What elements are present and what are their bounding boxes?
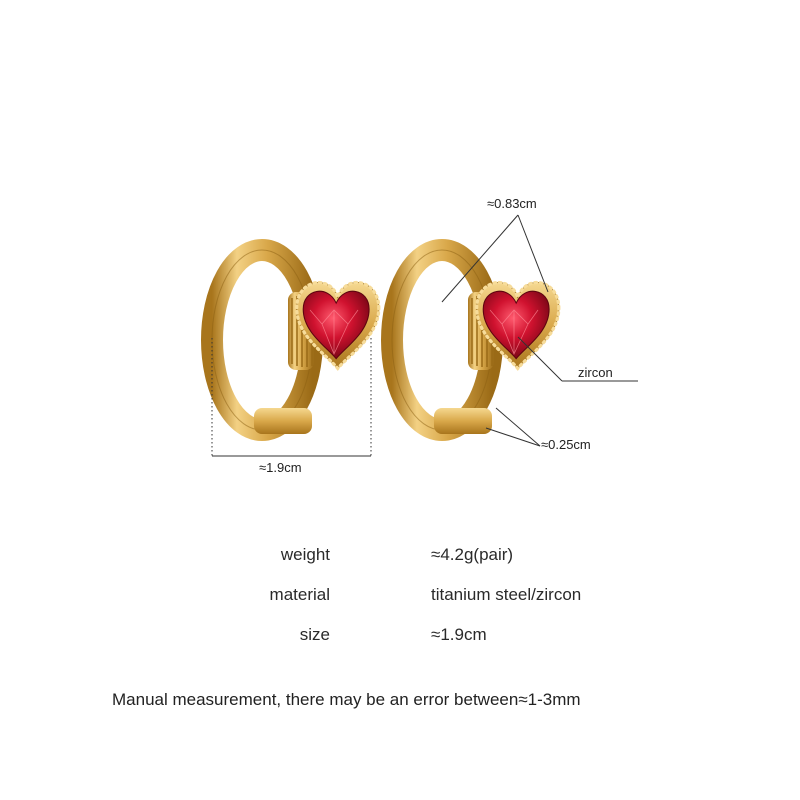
spec-material-value: titanium steel/zircon [431, 585, 582, 604]
spec-size-value: ≈1.9cm [431, 625, 487, 644]
right-earring [392, 250, 559, 434]
measurement-disclaimer: Manual measurement, there may be an erro… [112, 690, 581, 709]
left-earring [212, 250, 379, 434]
heart-measure-label: ≈0.83cm [487, 196, 537, 211]
zircon-label: zircon [578, 365, 613, 380]
zircon-callout-lines [517, 336, 638, 382]
earring-illustration [0, 214, 638, 457]
spec-material-label: material [269, 585, 330, 604]
width-measure-label: ≈1.9cm [259, 460, 302, 475]
thickness-measure-label: ≈0.25cm [541, 437, 591, 452]
spec-weight-label: weight [280, 545, 330, 564]
spec-weight-value: ≈4.2g(pair) [431, 545, 514, 564]
thickness-callout-lines [485, 407, 541, 447]
spec-size-label: size [299, 625, 330, 644]
heart-callout-lines [441, 214, 549, 303]
